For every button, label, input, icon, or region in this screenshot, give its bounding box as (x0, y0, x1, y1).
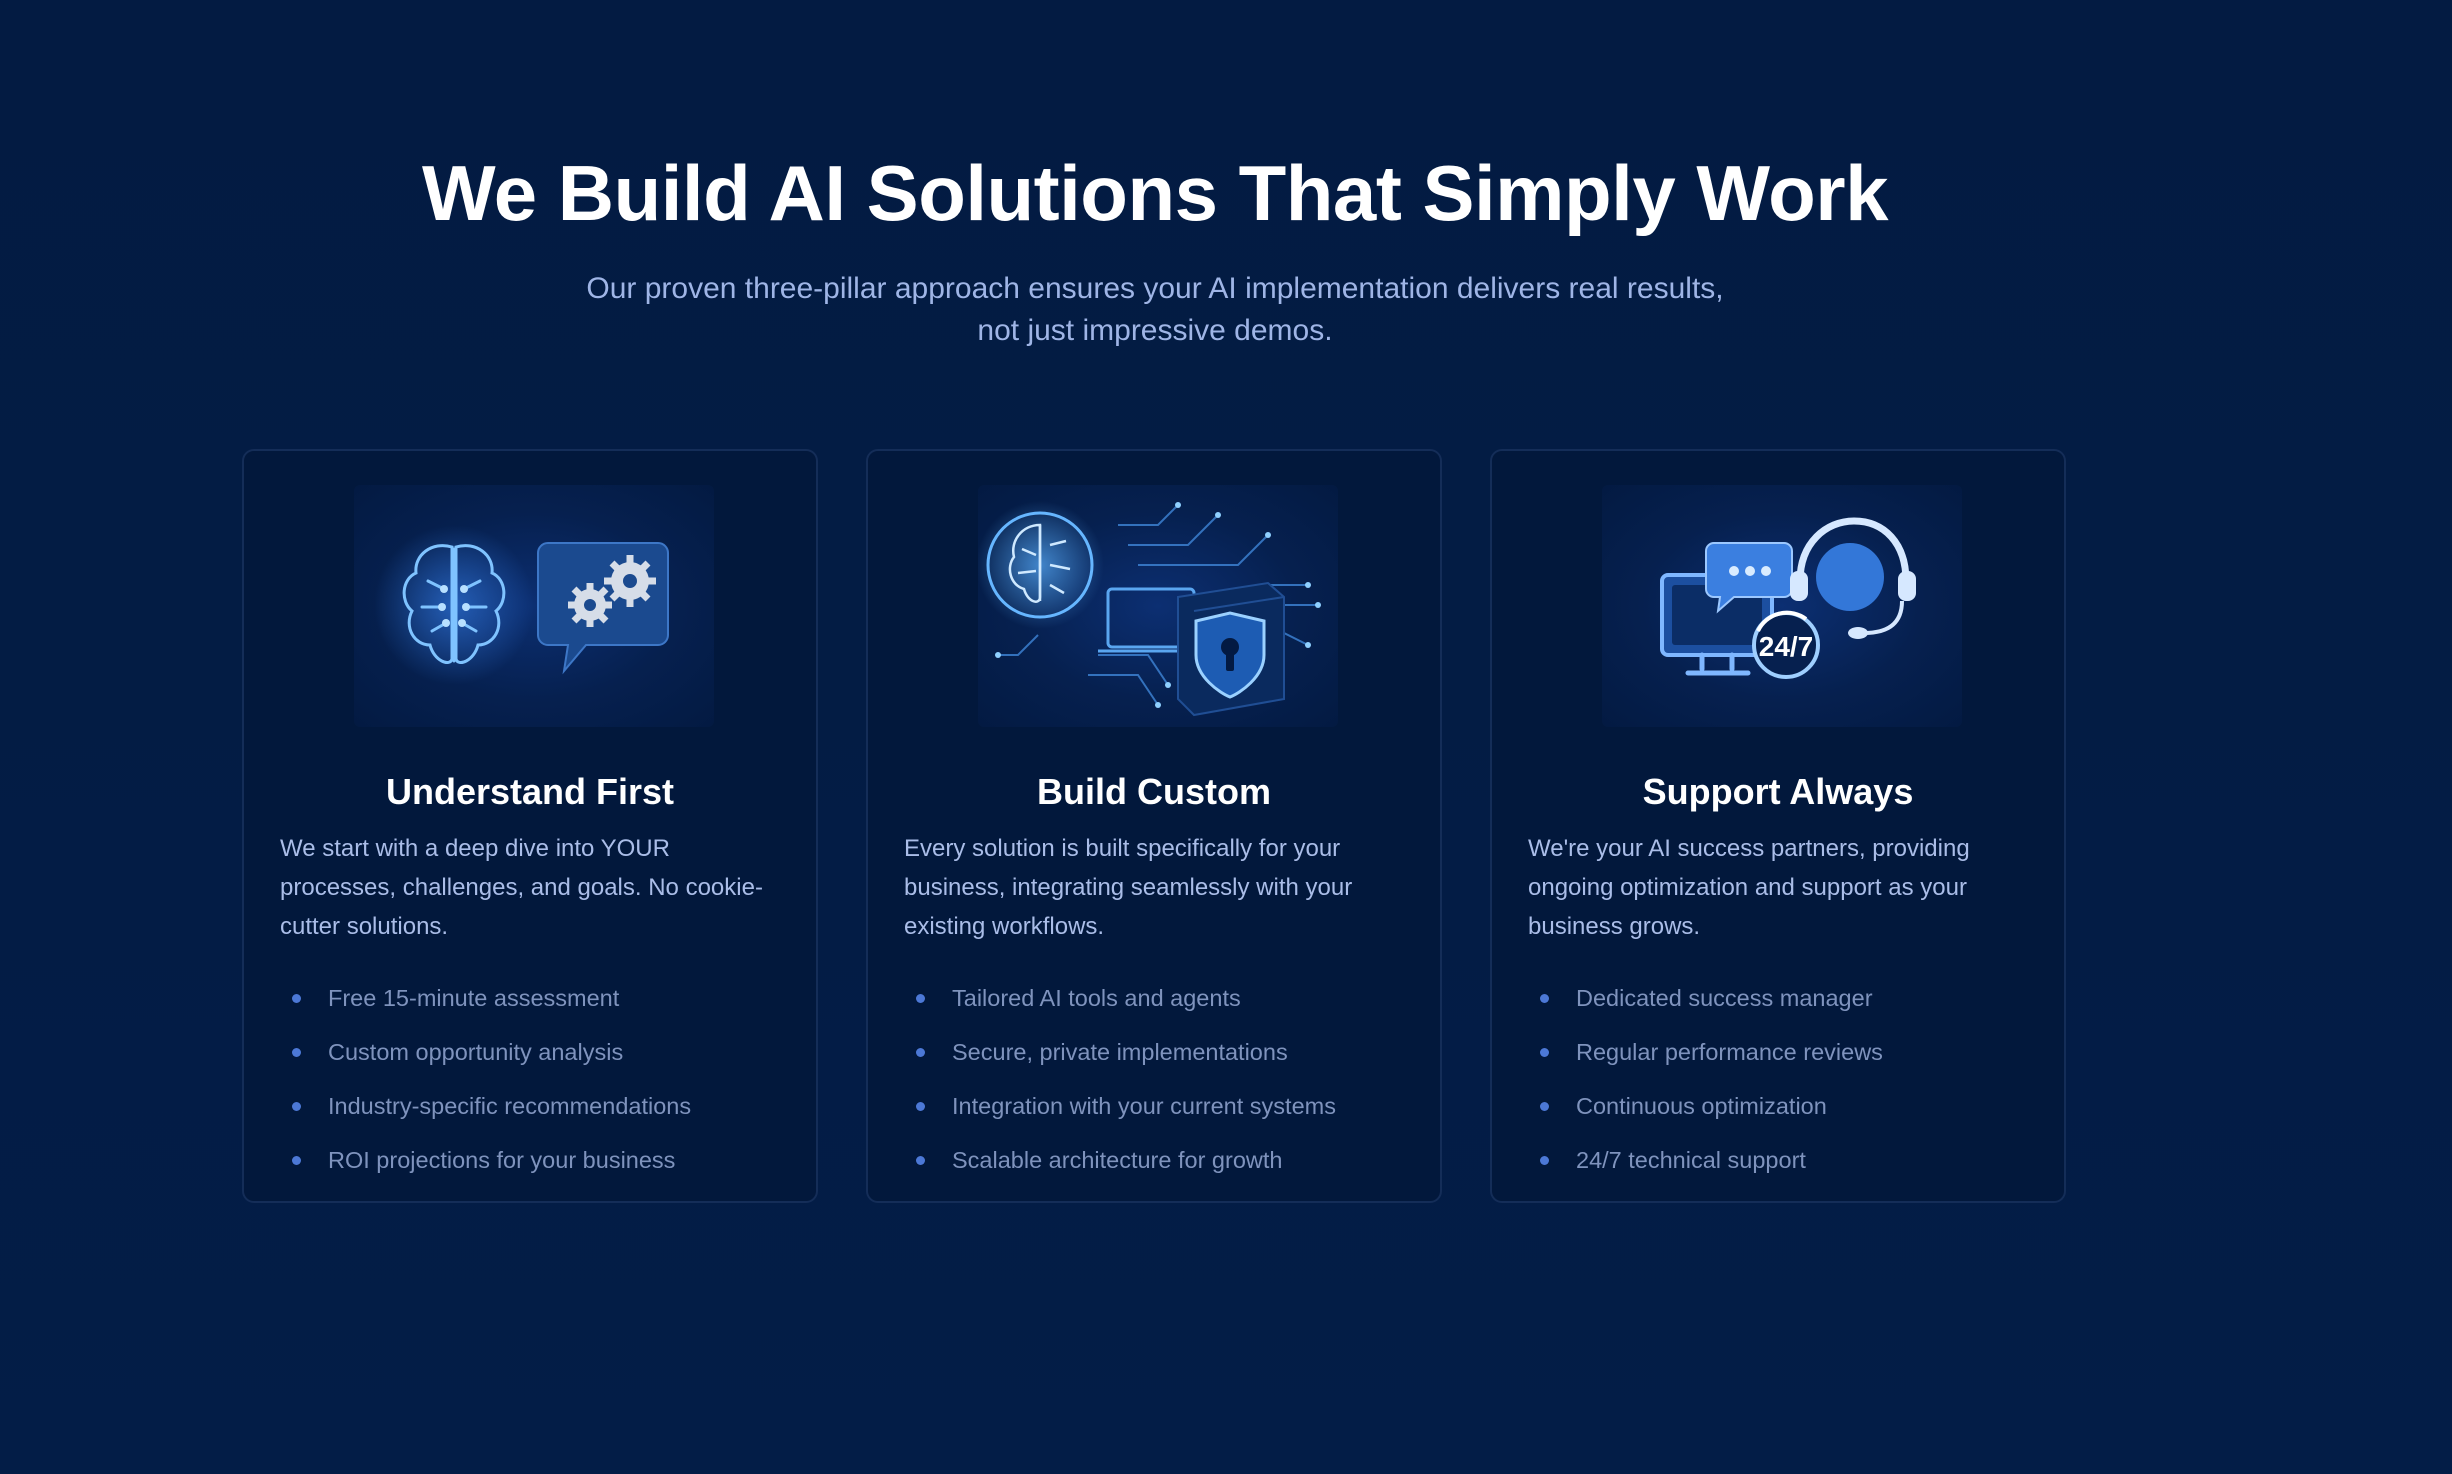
feature-list: Tailored AI tools and agents Secure, pri… (914, 971, 1414, 1187)
page-title: We Build AI Solutions That Simply Work (422, 149, 1888, 237)
list-item-label: Secure, private implementations (952, 1039, 1288, 1065)
list-item: Integration with your current systems (914, 1079, 1414, 1133)
card-description: Every solution is built specifically for… (904, 835, 1353, 940)
bullet-icon (916, 994, 925, 1003)
bullet-icon (916, 1156, 925, 1165)
bullet-icon (292, 1048, 301, 1057)
list-item: Regular performance reviews (1538, 1025, 2038, 1079)
list-item-label: Dedicated success manager (1576, 985, 1873, 1011)
list-item: Continuous optimization (1538, 1079, 2038, 1133)
card-title: Understand First (385, 771, 675, 812)
card-title: Support Always (1642, 771, 1914, 812)
pillar-cards: Understand First We start with a deep di… (242, 449, 2066, 1203)
pillar-card-build: Build Custom Every solution is built spe… (866, 449, 1442, 1203)
bullet-icon (1540, 1102, 1549, 1111)
list-item: Free 15-minute assessment (290, 971, 790, 1025)
list-item: Dedicated success manager (1538, 971, 2038, 1025)
list-item: Tailored AI tools and agents (914, 971, 1414, 1025)
circuit-shield-icon (978, 485, 1338, 727)
card-title: Build Custom (1037, 771, 1271, 812)
bullet-icon (292, 994, 301, 1003)
list-item: 24/7 technical support (1538, 1133, 2038, 1187)
list-item-label: Industry-specific recommendations (328, 1093, 692, 1119)
page-subtitle: Our proven three-pillar approach ensures… (586, 272, 1724, 347)
list-item: Custom opportunity analysis (290, 1025, 790, 1079)
list-item-label: ROI projections for your business (328, 1147, 676, 1173)
list-item-label: Scalable architecture for growth (952, 1147, 1283, 1173)
feature-list: Dedicated success manager Regular perfor… (1538, 971, 2038, 1187)
bullet-icon (1540, 1156, 1549, 1165)
list-item-label: Integration with your current systems (952, 1093, 1336, 1119)
brain-gears-icon (354, 485, 714, 727)
feature-list: Free 15-minute assessment Custom opportu… (290, 971, 790, 1187)
list-item-label: Continuous optimization (1576, 1093, 1827, 1119)
bullet-icon (1540, 1048, 1549, 1057)
list-item-label: Free 15-minute assessment (328, 985, 620, 1011)
bullet-icon (292, 1156, 301, 1165)
bullet-icon (916, 1102, 925, 1111)
support-headset-icon: 24/7 (1602, 485, 1962, 727)
bullet-icon (1540, 994, 1549, 1003)
list-item-label: Regular performance reviews (1576, 1039, 1883, 1065)
pillar-card-understand: Understand First We start with a deep di… (242, 449, 818, 1203)
list-item: Scalable architecture for growth (914, 1133, 1414, 1187)
list-item-label: Tailored AI tools and agents (952, 985, 1241, 1011)
bullet-icon (916, 1048, 925, 1057)
list-item-label: 24/7 technical support (1576, 1147, 1806, 1173)
art-label: 24/7 (1759, 631, 1814, 662)
list-item: Industry-specific recommendations (290, 1079, 790, 1133)
list-item-label: Custom opportunity analysis (328, 1039, 624, 1065)
card-description: We're your AI success partners, providin… (1528, 835, 1970, 940)
list-item: ROI projections for your business (290, 1133, 790, 1187)
bullet-icon (292, 1102, 301, 1111)
pillar-card-support: 24/7 Support Always We're your AI succes… (1490, 449, 2066, 1203)
card-description: We start with a deep dive into YOUR proc… (280, 835, 763, 940)
list-item: Secure, private implementations (914, 1025, 1414, 1079)
